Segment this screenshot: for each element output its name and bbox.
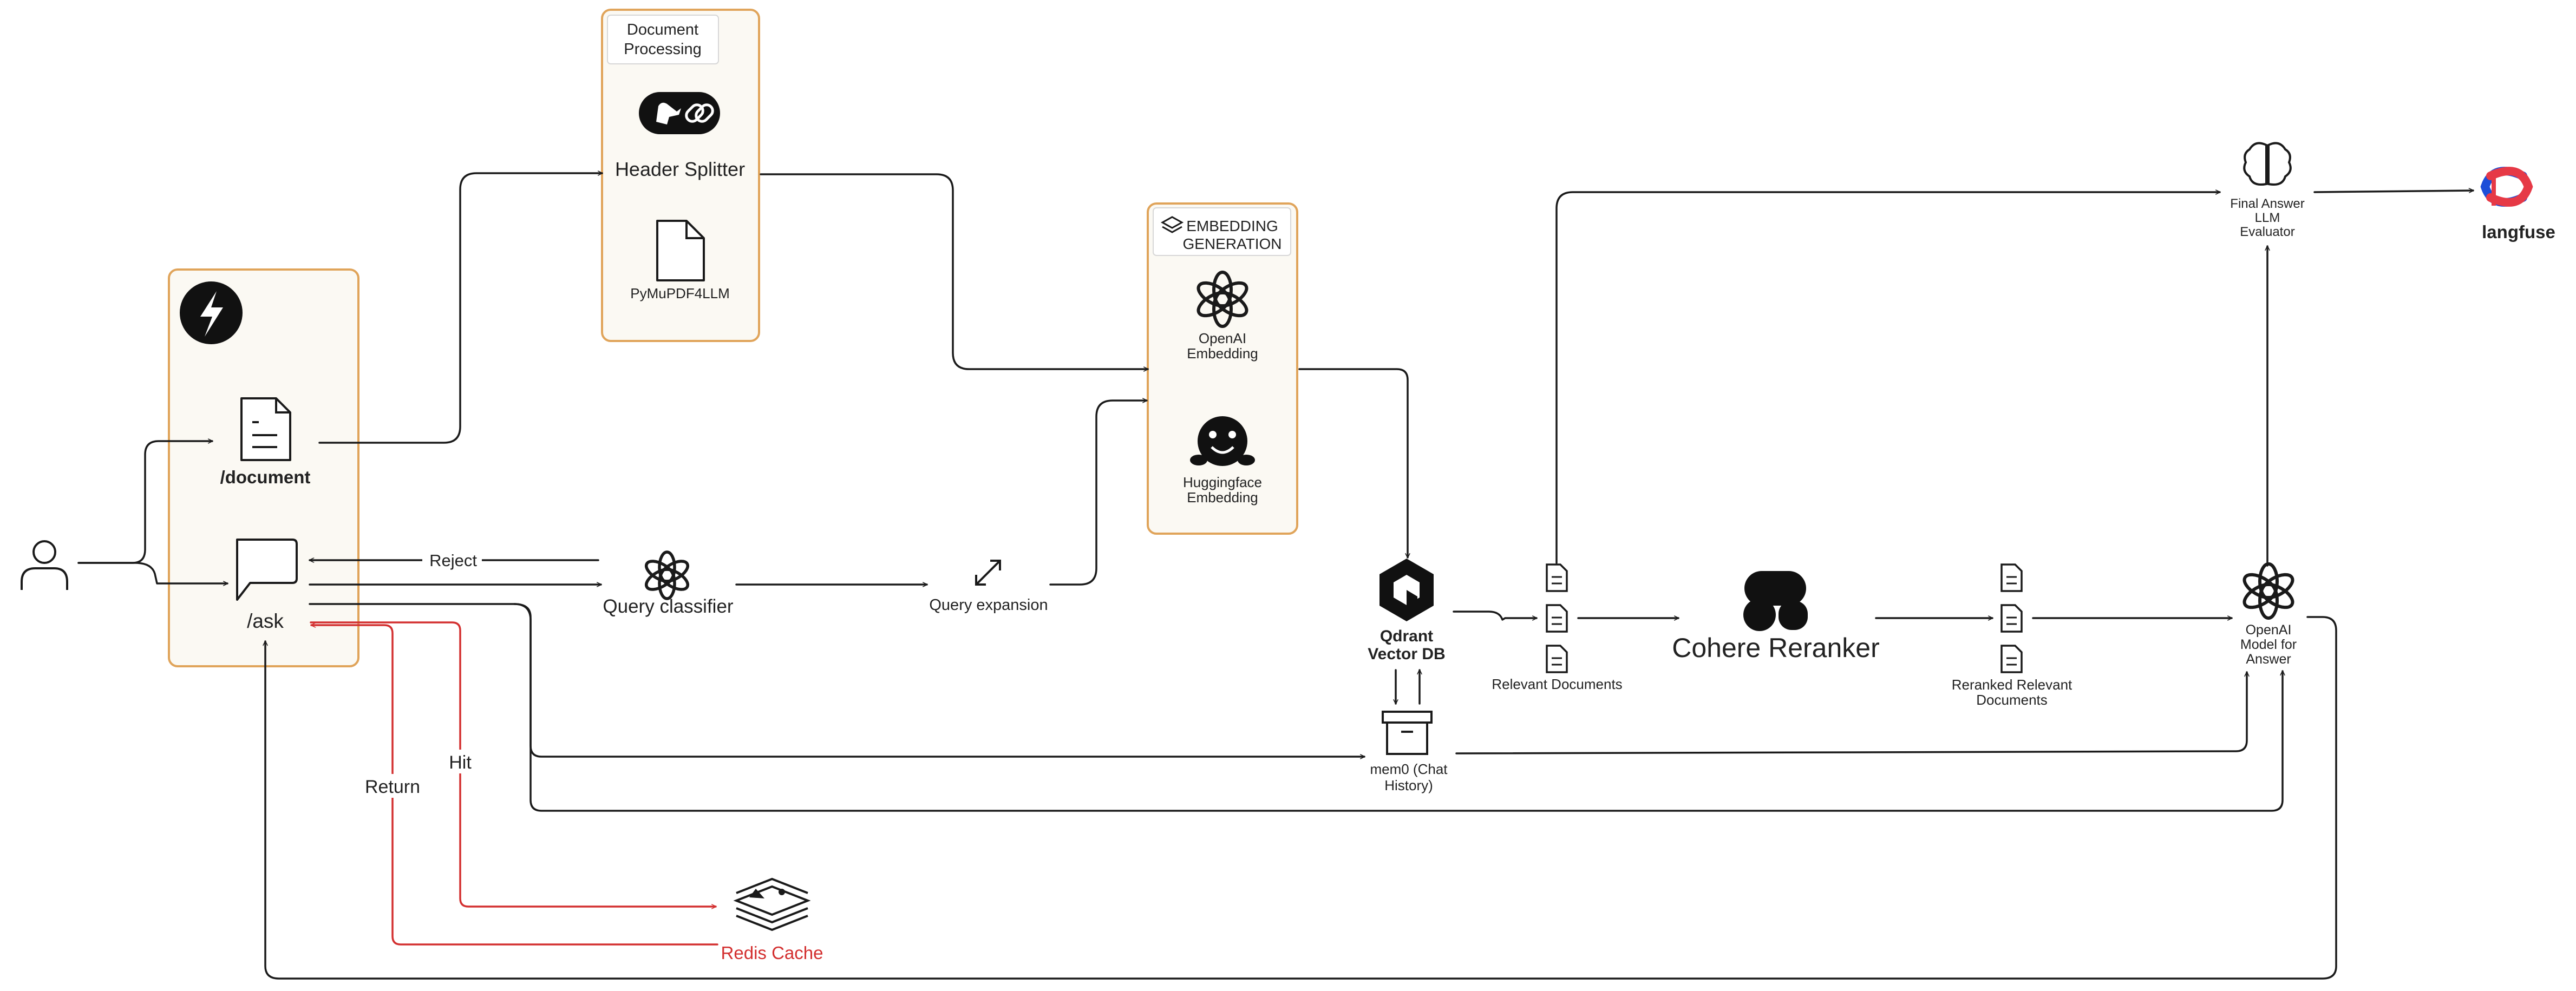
header-splitter-label: Header Splitter	[615, 158, 745, 180]
reject-label: Reject	[429, 551, 477, 570]
pymupdf-label: PyMuPDF4LLM	[630, 285, 730, 301]
langchain-icon	[639, 92, 720, 134]
document-icon	[2000, 604, 2023, 633]
openai-model-label: OpenAI	[2246, 622, 2292, 638]
openai-model-label-3: Answer	[2246, 652, 2291, 667]
user-icon	[21, 540, 68, 590]
pymupdf-node: PyMuPDF4LLM	[630, 220, 730, 301]
layers-icon	[1160, 216, 1184, 233]
document-icon	[2000, 563, 2023, 592]
query-classifier-node: Query classifier	[603, 550, 734, 617]
embedding-generation-title-2: GENERATION	[1182, 235, 1282, 252]
final-evaluator-label-3: Evaluator	[2240, 225, 2294, 239]
document-processing-title: Document	[627, 21, 698, 38]
api-group	[168, 268, 359, 667]
user-node	[21, 540, 68, 590]
embedding-generation-title: EMBEDDING	[1186, 218, 1278, 234]
edges	[77, 173, 2474, 980]
file-icon	[656, 220, 705, 281]
openai-embedding-node: OpenAI Embedding	[1187, 271, 1258, 362]
redis-node: Redis Cache	[721, 877, 823, 963]
reranked-documents-node: Reranked Relevant Documents	[1952, 563, 2072, 708]
qdrant-label: Qdrant	[1380, 627, 1433, 645]
hit-label: Hit	[449, 752, 472, 773]
final-evaluator-node: Final Answer LLM Evaluator	[2230, 142, 2305, 239]
header-splitter-node: Header Splitter	[615, 92, 745, 180]
openai-icon	[645, 550, 689, 600]
document-processing-group: Document Processing	[601, 9, 760, 342]
reranked-documents-label: Reranked Relevant	[1952, 677, 2072, 693]
return-label: Return	[365, 777, 420, 797]
relevant-documents-label: Relevant Documents	[1492, 676, 1622, 692]
huggingface-embedding-label: Huggingface	[1183, 474, 1262, 490]
document-endpoint[interactable]: /document	[220, 397, 311, 487]
openai-icon	[2242, 562, 2294, 620]
qdrant-node: Qdrant Vector DB	[1368, 559, 1446, 663]
archive-icon	[1382, 711, 1433, 755]
document-endpoint-label: /document	[220, 467, 311, 487]
mem0-label: mem0 (Chat	[1370, 761, 1448, 777]
cohere-icon	[1743, 571, 1808, 631]
mem0-node: mem0 (Chat History)	[1370, 711, 1448, 793]
openai-model-node: OpenAI Model for Answer	[2240, 562, 2297, 667]
openai-embedding-label-2: Embedding	[1187, 345, 1258, 362]
langfuse-node: langfuse	[2480, 167, 2555, 242]
langfuse-label: langfuse	[2482, 222, 2555, 242]
redis-icon	[733, 877, 811, 931]
chat-bubble-icon	[236, 539, 298, 601]
document-icon	[2000, 645, 2023, 673]
qdrant-label-2: Vector DB	[1368, 645, 1445, 663]
query-expansion-node: Query expansion	[929, 560, 1048, 614]
brain-icon	[2243, 142, 2292, 186]
huggingface-icon	[1190, 416, 1255, 466]
embedding-generation-group: EMBEDDING GENERATION	[1147, 202, 1298, 535]
openai-icon	[1197, 271, 1248, 328]
huggingface-embedding-label-2: Embedding	[1187, 489, 1258, 506]
expand-icon	[975, 560, 1001, 586]
final-evaluator-label: Final Answer	[2230, 196, 2304, 211]
document-icon	[240, 397, 291, 461]
huggingface-embedding-node: Huggingface Embedding	[1183, 416, 1262, 506]
ask-endpoint-label: /ask	[247, 610, 284, 632]
openai-embedding-label: OpenAI	[1199, 330, 1246, 346]
document-icon	[1546, 645, 1568, 673]
ask-endpoint[interactable]: /ask	[236, 539, 298, 632]
qdrant-icon	[1379, 559, 1434, 621]
reranked-documents-label-2: Documents	[1976, 692, 2048, 708]
final-evaluator-label-2: LLM	[2255, 211, 2280, 225]
document-processing-title-2: Processing	[624, 41, 701, 58]
cohere-reranker-label: Cohere Reranker	[1672, 633, 1880, 663]
cohere-reranker-node: Cohere Reranker	[1672, 571, 1880, 663]
redis-cache-label: Redis Cache	[721, 943, 823, 963]
document-icon	[1546, 604, 1568, 633]
query-classifier-label: Query classifier	[603, 596, 734, 617]
openai-model-label-2: Model for	[2240, 637, 2297, 652]
langfuse-icon	[2480, 167, 2533, 207]
document-icon	[1546, 563, 1568, 592]
mem0-label-2: History)	[1384, 777, 1433, 793]
bolt-icon	[180, 281, 243, 344]
relevant-documents-node: Relevant Documents	[1492, 563, 1623, 692]
query-expansion-label: Query expansion	[929, 596, 1048, 614]
